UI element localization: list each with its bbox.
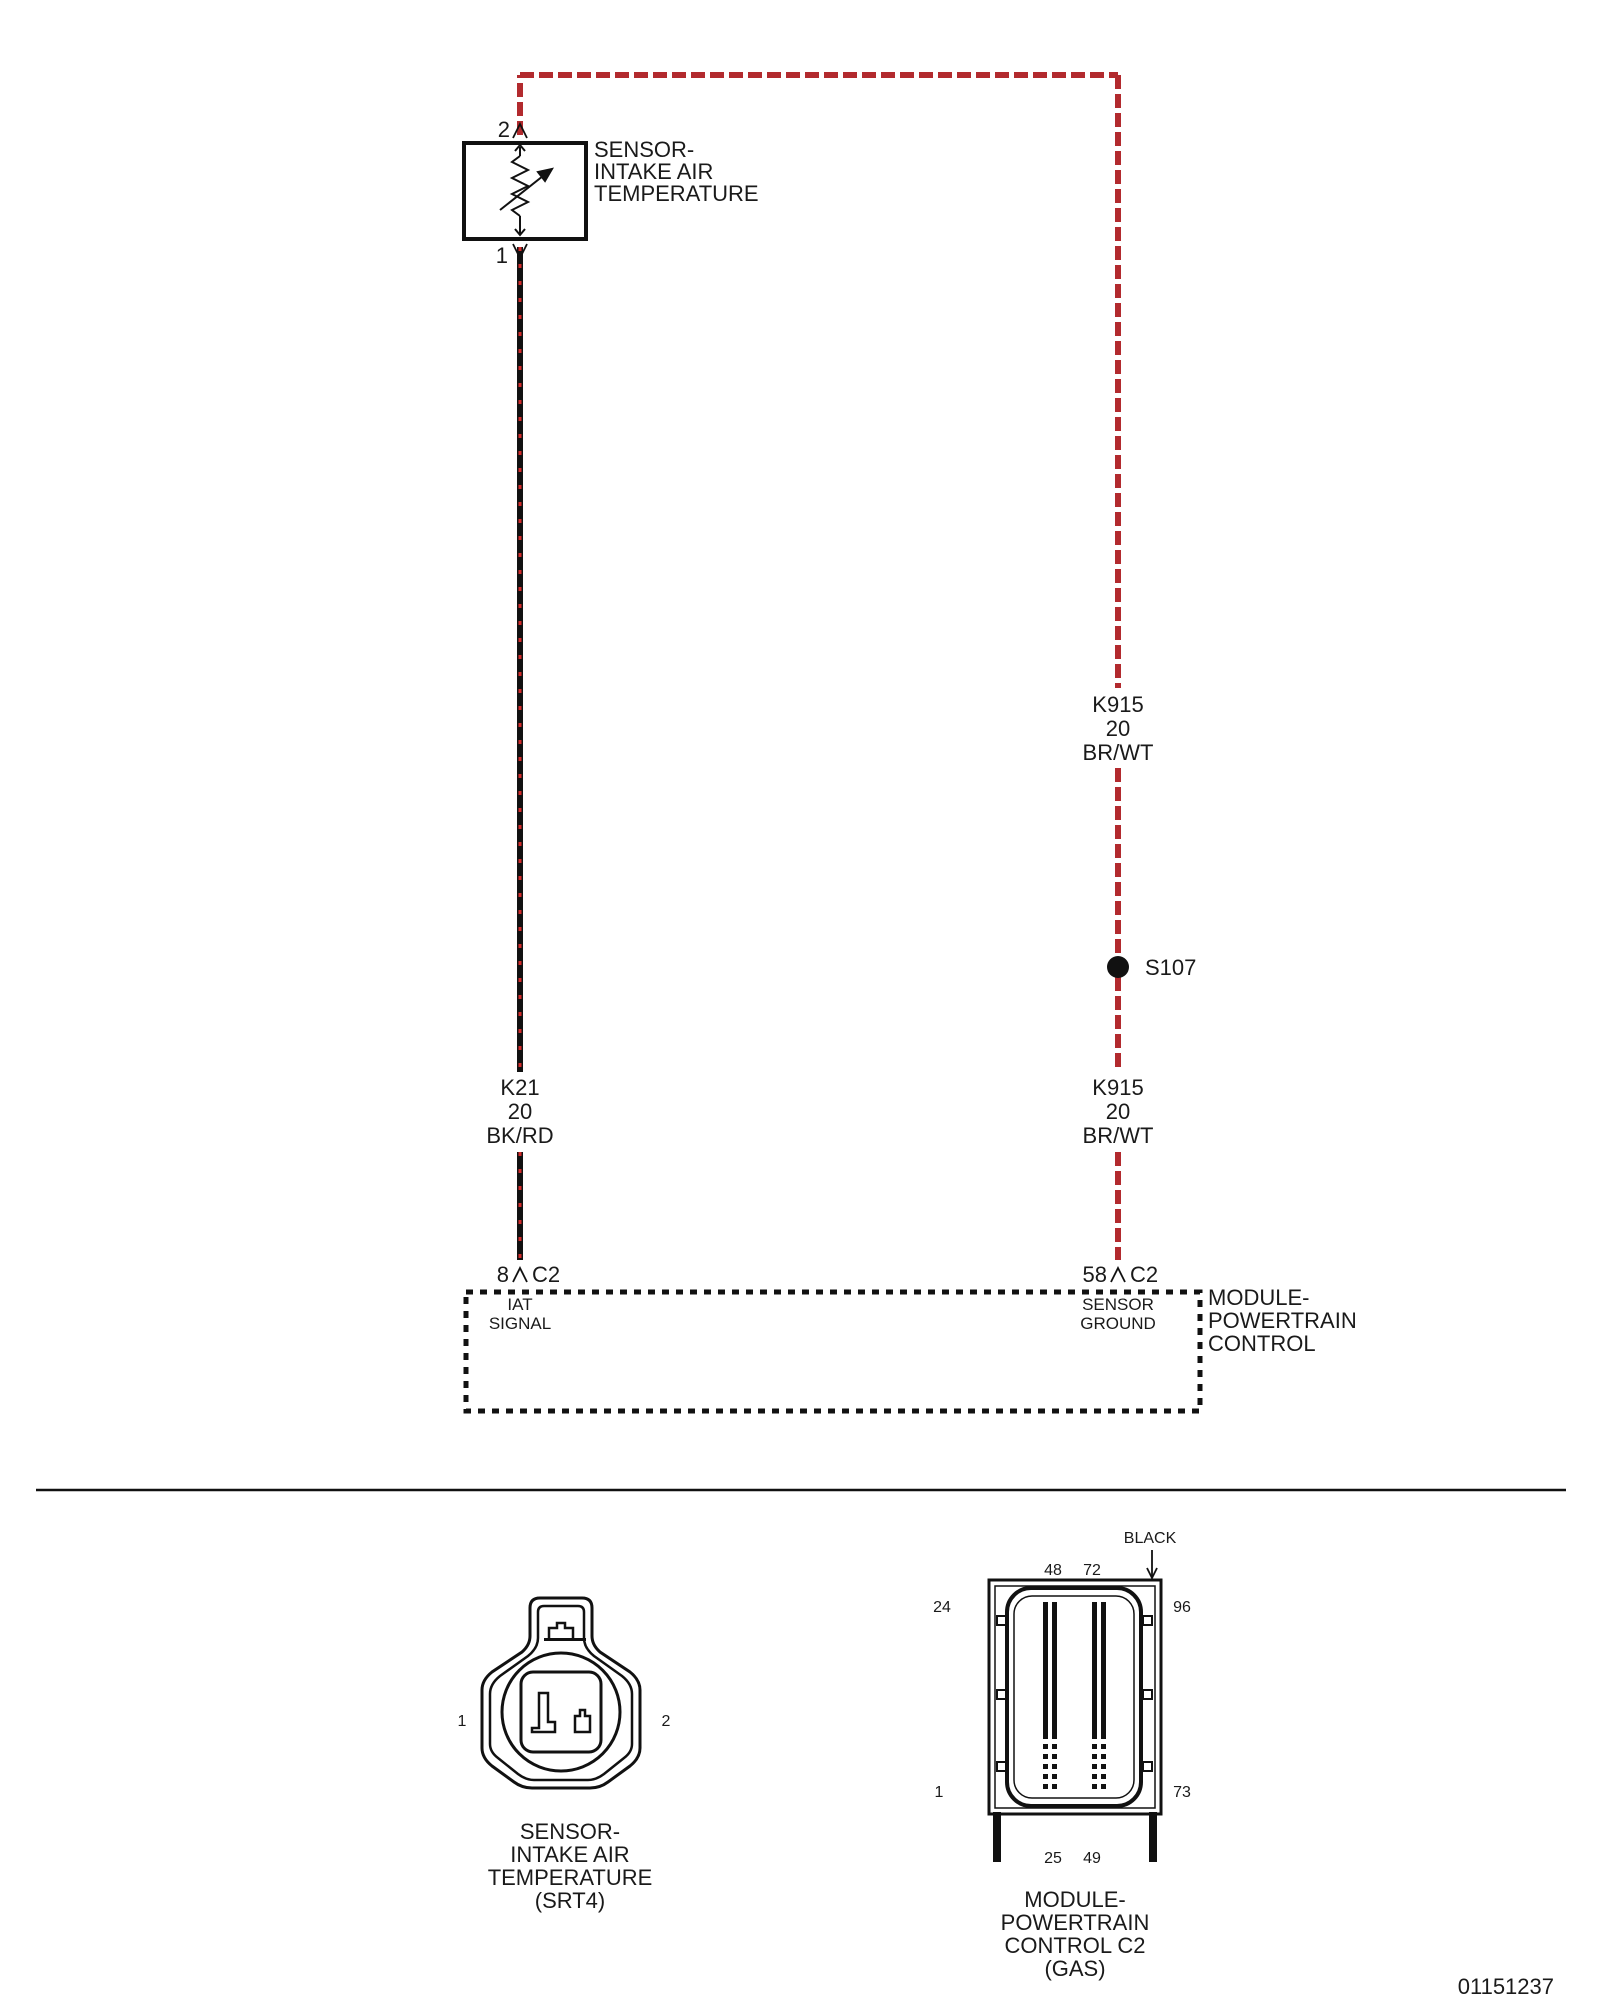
pin-caret-icon xyxy=(512,1265,528,1283)
iat-sensor-symbol xyxy=(462,121,588,261)
iat-connector-pin-2: 2 xyxy=(662,1713,671,1730)
iat-connector-face-icon xyxy=(480,1596,642,1790)
arrow-down-icon xyxy=(1146,1567,1158,1581)
pcm-connector-caption-2: POWERTRAIN xyxy=(1001,1910,1150,1935)
sensor-label-line-3: TEMPERATURE xyxy=(594,181,759,206)
pcm-pin-label-96: 96 xyxy=(1173,1599,1191,1616)
iat-connector-pin-1: 1 xyxy=(458,1713,467,1730)
pcm-pin-label-1: 1 xyxy=(935,1784,944,1801)
pcm-connector-caption-3: CONTROL C2 xyxy=(1005,1933,1146,1958)
pin-caret-icon xyxy=(512,121,528,139)
pcm-pin-8: 8 xyxy=(497,1262,509,1287)
pcm-connector-color: BLACK xyxy=(1124,1530,1177,1547)
wire-k915-upper-gauge: 20 xyxy=(1106,716,1130,741)
thermistor-icon xyxy=(499,143,555,237)
sensor-label-line-2: INTAKE AIR xyxy=(594,159,713,184)
iat-connector-caption-3: TEMPERATURE xyxy=(488,1865,653,1890)
pcm-label-line-2: POWERTRAIN xyxy=(1208,1308,1357,1333)
pcm-connector-caption-4: (GAS) xyxy=(1044,1956,1105,1981)
pcm-pin-label-72: 72 xyxy=(1083,1562,1101,1579)
pin-name-ground-line-2: GROUND xyxy=(1080,1314,1156,1333)
pin-caret-icon xyxy=(1110,1265,1126,1283)
wire-k21-gauge: 20 xyxy=(508,1099,532,1124)
pcm-pin-label-48: 48 xyxy=(1044,1562,1062,1579)
wire-k915-upper-color: BR/WT xyxy=(1083,740,1154,765)
pin-name-iat-line-2: SIGNAL xyxy=(489,1314,551,1333)
wire-k21-circuit: K21 xyxy=(500,1075,539,1100)
pcm-label-line-1: MODULE- xyxy=(1208,1285,1309,1310)
pin-name-iat-line-1: IAT xyxy=(507,1295,532,1314)
wire-k915-lower-color: BR/WT xyxy=(1083,1123,1154,1148)
pin-caret-icon xyxy=(512,243,528,261)
pcm-pin-label-49: 49 xyxy=(1083,1850,1101,1867)
splice-dot-icon xyxy=(1107,956,1129,978)
sensor-pin-1: 1 xyxy=(496,243,508,268)
sensor-pin-2: 2 xyxy=(498,117,510,142)
pcm-connector-c2-right: C2 xyxy=(1130,1262,1158,1287)
wire-k915-lower-circuit: K915 xyxy=(1092,1075,1143,1100)
wire-k915-upper-circuit: K915 xyxy=(1092,692,1143,717)
pcm-pin-label-73: 73 xyxy=(1173,1784,1191,1801)
pcm-label-line-3: CONTROL xyxy=(1208,1331,1316,1356)
pcm-c2-connector-face-icon xyxy=(987,1550,1163,1862)
wire-k21-color: BK/RD xyxy=(486,1123,553,1148)
pcm-pin-label-24: 24 xyxy=(933,1599,951,1616)
pcm-connector-caption-1: MODULE- xyxy=(1024,1887,1125,1912)
pcm-pin-label-25: 25 xyxy=(1044,1850,1062,1867)
sensor-label-line-1: SENSOR- xyxy=(594,137,694,162)
iat-connector-caption-2: INTAKE AIR xyxy=(510,1842,629,1867)
splice-label: S107 xyxy=(1145,955,1196,980)
wire-k915 xyxy=(517,72,1121,1260)
iat-connector-caption-1: SENSOR- xyxy=(520,1819,620,1844)
pcm-module-outline xyxy=(463,1289,1203,1414)
figure-id: 01151237 xyxy=(1458,1974,1554,1999)
pcm-connector-c2-left: C2 xyxy=(532,1262,560,1287)
pcm-pin-58: 58 xyxy=(1083,1262,1107,1287)
pin-name-ground-line-1: SENSOR xyxy=(1082,1295,1154,1314)
iat-connector-caption-4: (SRT4) xyxy=(535,1888,606,1913)
wire-k915-lower-gauge: 20 xyxy=(1106,1099,1130,1124)
